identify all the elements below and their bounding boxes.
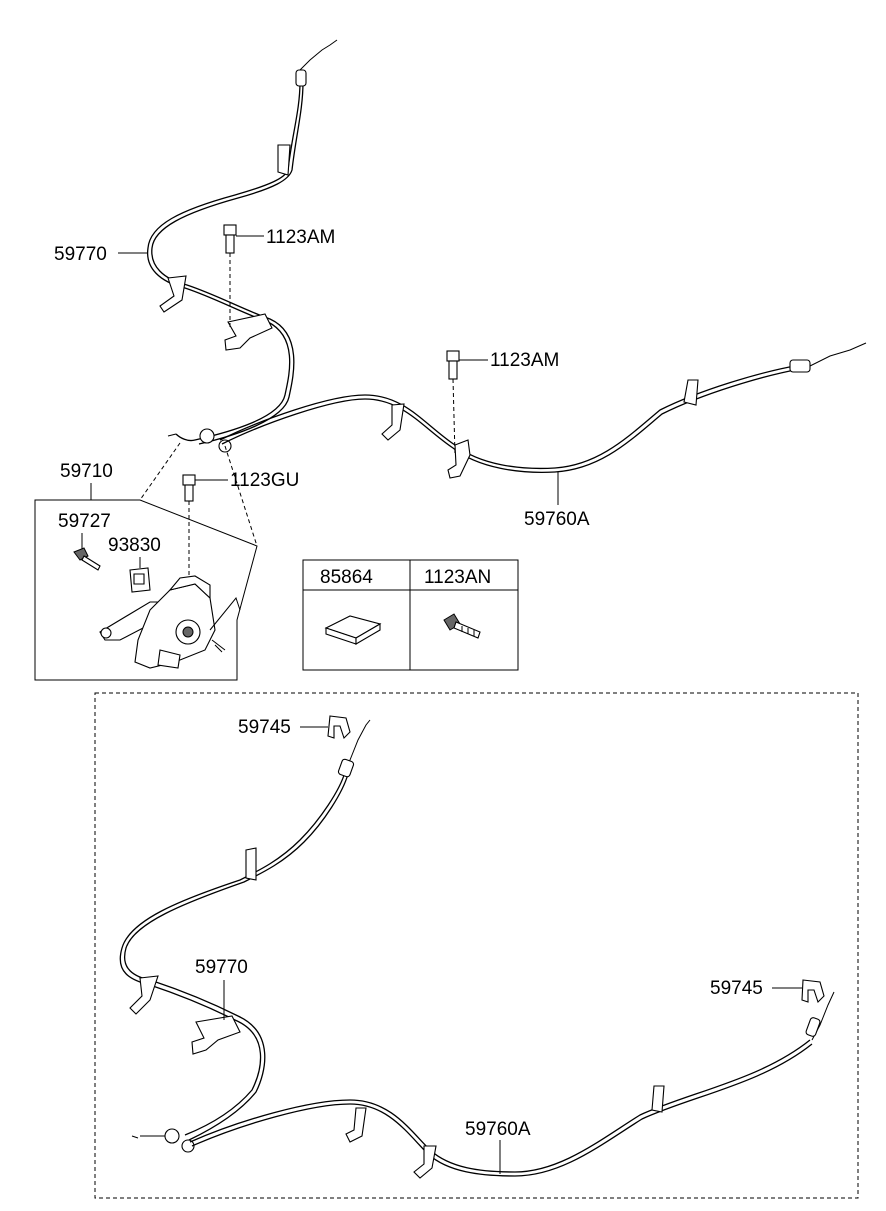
label-1123GU: 1123GU bbox=[230, 470, 299, 491]
parking-brake-lever bbox=[99, 575, 241, 669]
label-1123AM-first: 1123AM bbox=[266, 227, 335, 248]
label-93830: 93830 bbox=[108, 535, 161, 556]
bolt-1123GU bbox=[182, 474, 228, 600]
legend-header-1123AN: 1123AN bbox=[424, 567, 491, 588]
label-59760A-top: 59760A bbox=[524, 509, 590, 530]
label-59745-top: 59745 bbox=[238, 717, 291, 738]
legend-header-85864: 85864 bbox=[320, 567, 373, 588]
clip-59745-top bbox=[327, 715, 351, 740]
lever-assembly-box bbox=[34, 442, 258, 681]
label-59770-bottom: 59770 bbox=[195, 957, 248, 978]
label-59770-top: 59770 bbox=[54, 244, 107, 265]
bracket-93830 bbox=[129, 567, 151, 593]
cable-59770-bottom bbox=[119, 719, 371, 1153]
label-59760A-bottom: 59760A bbox=[465, 1119, 531, 1140]
bolt-1123AN-icon bbox=[443, 613, 481, 639]
cable-59770-top bbox=[147, 39, 338, 453]
pad-85864-icon bbox=[324, 615, 382, 645]
label-1123AM-second: 1123AM bbox=[490, 350, 559, 371]
cable-59760A-top bbox=[219, 342, 867, 479]
label-59745-right: 59745 bbox=[710, 978, 763, 999]
bolt-1123AM-first bbox=[223, 224, 264, 330]
cable-59760A-bottom bbox=[189, 991, 835, 1179]
label-59727: 59727 bbox=[58, 511, 111, 532]
bolt-1123AM-second bbox=[446, 350, 488, 456]
clip-59745-right bbox=[801, 979, 825, 1004]
alternative-assembly-box bbox=[94, 692, 859, 1199]
label-59710: 59710 bbox=[60, 461, 113, 482]
bolt-59727 bbox=[73, 547, 101, 571]
legend-table bbox=[302, 559, 519, 671]
